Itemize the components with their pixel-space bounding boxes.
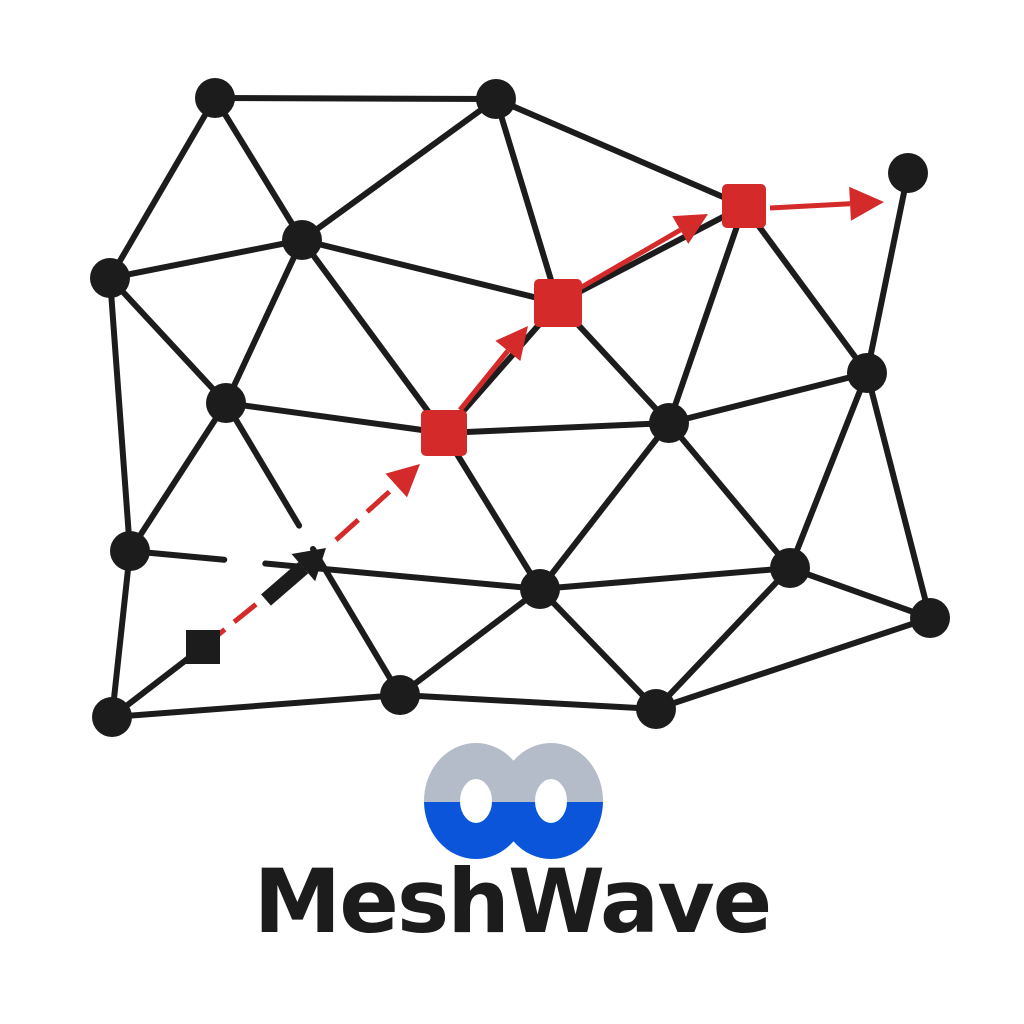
mesh-edge	[299, 237, 447, 436]
mesh-edge	[397, 692, 659, 712]
mesh-edge	[787, 370, 870, 571]
mesh-node	[476, 79, 516, 119]
mesh-edge	[864, 170, 911, 376]
mesh-edge	[555, 203, 747, 306]
route-path	[201, 186, 884, 649]
route-hop-node	[534, 279, 582, 327]
mesh-edge	[666, 370, 870, 426]
mesh-edge	[441, 420, 672, 436]
route-hop-node	[722, 184, 766, 228]
mesh-node	[520, 569, 560, 609]
mesh-node	[649, 403, 689, 443]
mesh-edge	[397, 586, 543, 698]
mesh-edge	[107, 237, 305, 281]
mesh-edge	[109, 692, 403, 720]
mesh-edge	[212, 95, 499, 102]
mesh-edge	[107, 95, 218, 281]
mesh-node	[770, 548, 810, 588]
mesh-node	[195, 78, 235, 118]
mesh-edge	[127, 400, 229, 554]
logo-ring-top-half	[424, 743, 603, 802]
mesh-node	[206, 383, 246, 423]
mesh-nodes	[90, 78, 950, 737]
mesh-edge	[493, 96, 747, 209]
mesh-edge	[310, 546, 403, 698]
mesh-edge	[537, 565, 793, 592]
mesh-edge	[537, 420, 672, 592]
mesh-node	[888, 153, 928, 193]
mesh-edge	[653, 565, 793, 712]
mesh-node	[380, 675, 420, 715]
mesh-edge	[741, 203, 870, 376]
route-arrow	[261, 548, 326, 606]
interlocking-rings-icon	[424, 743, 603, 859]
mesh-edge	[109, 548, 133, 720]
mesh-node	[90, 258, 130, 298]
mesh-node	[847, 353, 887, 393]
mesh-edge	[787, 565, 933, 621]
mesh-node	[636, 689, 676, 729]
mesh-edge	[299, 96, 499, 243]
mesh-edge	[212, 95, 305, 243]
mesh-edge	[666, 420, 793, 571]
source-node	[186, 630, 220, 664]
logo-ring-bottom-half	[424, 802, 603, 859]
route-arrow	[458, 326, 528, 412]
route-arrow	[578, 214, 708, 291]
route-arrow	[334, 464, 420, 542]
mesh-edge	[299, 237, 561, 306]
mesh-node	[110, 531, 150, 571]
mesh-edge	[493, 96, 561, 306]
route-hop-node	[421, 410, 467, 456]
mesh-edge	[107, 275, 133, 554]
mesh-edge	[441, 430, 543, 592]
brand-name: MeshWave	[253, 850, 773, 953]
mesh-node	[282, 220, 322, 260]
mesh-edge	[223, 400, 303, 529]
mesh-edge	[653, 615, 933, 712]
mesh-edge	[537, 586, 659, 712]
mesh-node	[92, 697, 132, 737]
mesh-edge	[107, 275, 229, 406]
mesh-edge	[223, 400, 447, 436]
mesh-node	[910, 598, 950, 638]
mesh-edge	[864, 370, 933, 621]
mesh-edge	[666, 203, 747, 426]
route-arrow	[769, 186, 884, 221]
mesh-edge	[223, 237, 305, 406]
